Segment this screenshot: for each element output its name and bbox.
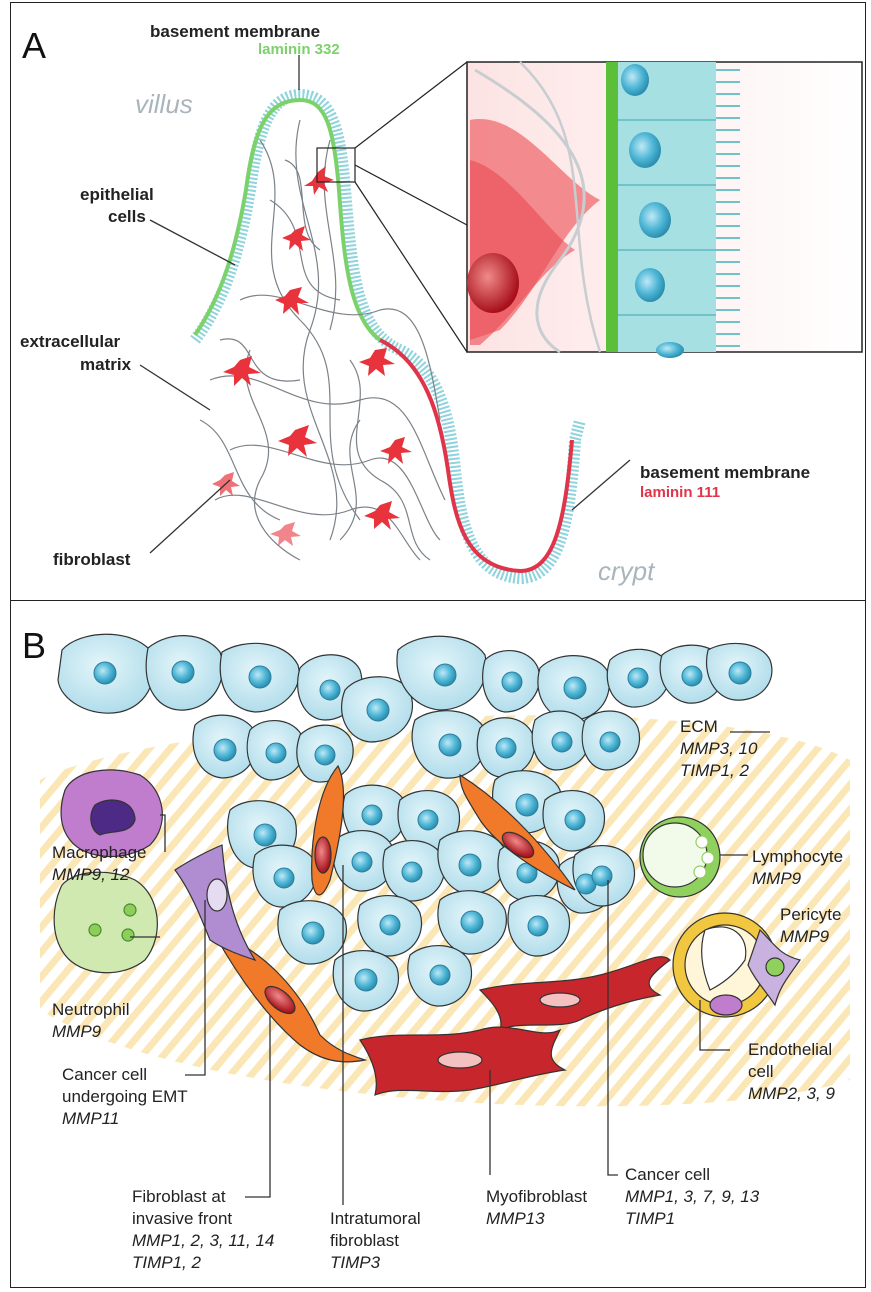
label-neutrophil: Neutrophil <box>52 1000 130 1019</box>
label-endothelial-2: cell <box>748 1062 774 1081</box>
label-fib-front-1: Fibroblast at <box>132 1187 226 1206</box>
label-cancer-genes-2: TIMP1 <box>625 1209 675 1228</box>
neutrophil-cell <box>54 872 157 973</box>
label-pericyte: Pericyte <box>780 905 841 924</box>
label-basement-membrane-top: basement membrane <box>150 22 320 41</box>
label-ecm-line1: extracellular <box>20 332 121 351</box>
label-emt-1: Cancer cell <box>62 1065 147 1084</box>
label-ecm-line2: matrix <box>80 355 132 374</box>
leader-basement-bottom <box>572 460 630 510</box>
label-fibroblast: fibroblast <box>53 550 131 569</box>
leader-fibroblast <box>150 480 230 553</box>
label-emt-2: undergoing EMT <box>62 1087 188 1106</box>
label-epithelial-line2: cells <box>108 207 146 226</box>
label-fib-front-genes-1: MMP1, 2, 3, 11, 14 <box>132 1231 274 1250</box>
label-macrophage: Macrophage <box>52 843 147 862</box>
label-emt-genes: MMP11 <box>62 1109 119 1128</box>
label-lymphocyte: Lymphocyte <box>752 847 843 866</box>
leader-ecm <box>140 365 210 410</box>
label-laminin-111: laminin 111 <box>640 484 720 501</box>
label-myofibroblast-genes: MMP13 <box>486 1209 545 1228</box>
label-fib-front-2: invasive front <box>132 1209 232 1228</box>
label-fib-intra-1: Intratumoral <box>330 1209 421 1228</box>
label-cancer-cell: Cancer cell <box>625 1165 710 1184</box>
label-lymphocyte-genes: MMP9 <box>752 869 802 888</box>
label-ecm: ECM <box>680 717 718 736</box>
laminin-111-membrane <box>380 340 572 571</box>
label-villus: villus <box>135 89 193 119</box>
label-cancer-genes-1: MMP1, 3, 7, 9, 13 <box>625 1187 760 1206</box>
label-laminin-332: laminin 332 <box>258 41 340 58</box>
label-myofibroblast: Myofibroblast <box>486 1187 587 1206</box>
leader-epithelial <box>150 220 235 265</box>
label-epithelial-line1: epithelial <box>80 185 154 204</box>
lymphocyte-cell <box>640 817 720 897</box>
label-ecm-genes-1: MMP3, 10 <box>680 739 758 758</box>
label-endothelial-genes: MMP2, 3, 9 <box>748 1084 835 1103</box>
label-ecm-genes-2: TIMP1, 2 <box>680 761 750 780</box>
label-crypt: crypt <box>598 556 656 586</box>
zoom-inset <box>317 62 862 358</box>
label-pericyte-genes: MMP9 <box>780 927 830 946</box>
label-fib-intra-2: fibroblast <box>330 1231 399 1250</box>
label-macrophage-genes: MMP9, 12 <box>52 865 130 884</box>
label-endothelial-1: Endothelial <box>748 1040 832 1059</box>
label-basement-membrane-bottom: basement membrane <box>640 463 810 482</box>
label-fib-front-genes-2: TIMP1, 2 <box>132 1253 202 1272</box>
panel-b-letter: B <box>22 625 46 666</box>
panel-a-letter: A <box>22 25 46 66</box>
label-fib-intra-genes: TIMP3 <box>330 1253 381 1272</box>
label-neutrophil-genes: MMP9 <box>52 1022 102 1041</box>
